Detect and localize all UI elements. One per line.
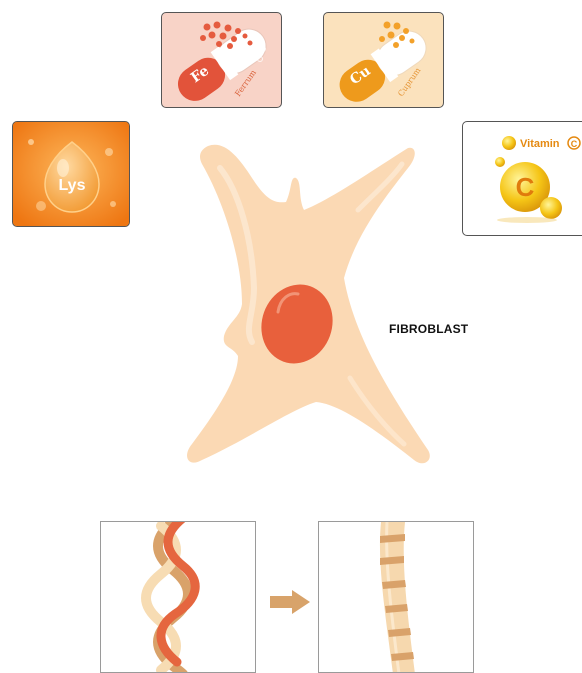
vitamin-c-card: Vitamin C C (462, 121, 582, 236)
iron-supplement-card: Fe Ferrum (161, 12, 282, 108)
triple-helix-icon (101, 522, 256, 673)
fibroblast-label: FIBROBLAST (389, 322, 468, 336)
copper-capsule-icon: Cu Cuprum (324, 13, 444, 108)
collagen-fibril-panel (318, 521, 474, 673)
lys-symbol: Lys (59, 177, 86, 194)
right-arrow-icon (268, 588, 312, 616)
vitamin-c-icon: Vitamin C C (463, 122, 582, 236)
vitamin-label: Vitamin (520, 138, 560, 150)
collagen-fibril-icon (319, 522, 474, 673)
copper-supplement-card: Cu Cuprum (323, 12, 444, 108)
vitamin-c-letter: C (516, 172, 535, 202)
lysine-droplet-icon: Lys (13, 122, 130, 227)
lysine-card: Lys (12, 121, 130, 227)
svg-text:C: C (571, 139, 578, 149)
procollagen-helix-panel (100, 521, 256, 673)
fibroblast-cell (180, 138, 440, 478)
iron-capsule-icon: Fe Ferrum (162, 13, 282, 108)
